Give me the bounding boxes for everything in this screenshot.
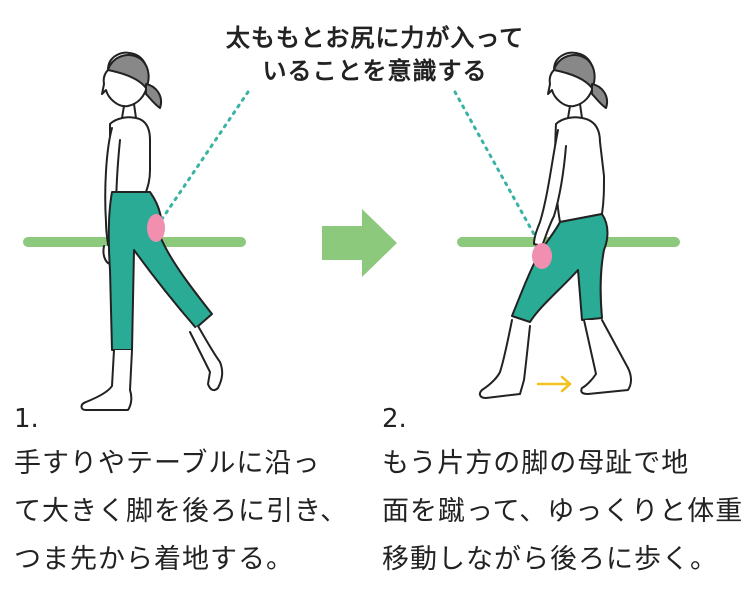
step-2-line-1: もう片方の脚の母趾で地 xyxy=(382,448,690,479)
step-1-line-1: 手すりやテーブルに沿っ xyxy=(14,448,321,479)
ponytail xyxy=(591,83,608,109)
hair xyxy=(553,54,596,89)
step-1-line-3: つま先から着地する。 xyxy=(14,544,294,575)
step-2-line-3: 移動しながら後ろに歩く。 xyxy=(382,544,718,575)
pants xyxy=(107,191,213,351)
callout-pointer-right xyxy=(453,90,542,247)
pants xyxy=(511,213,609,323)
ponytail xyxy=(145,83,162,109)
step-1-line-2: て大きく脚を後ろに引き、 xyxy=(14,496,349,527)
walking-illustration xyxy=(23,51,680,411)
step-2-number: 2. xyxy=(382,404,407,434)
glute-highlight xyxy=(147,214,165,242)
step-2-description: もう片方の脚の母趾で地 面を蹴って、ゆっくりと体重 移動しながら後ろに歩く。 xyxy=(382,440,743,584)
callout-pointer-left xyxy=(158,90,250,224)
arm xyxy=(533,129,567,247)
glute-highlight xyxy=(532,243,552,269)
callout-text: 太ももとお尻に力が入って いることを意識する xyxy=(190,22,560,88)
direction-arrow-icon xyxy=(536,375,572,393)
callout-line-2: いることを意識する xyxy=(262,57,488,85)
figure-step-1 xyxy=(80,51,224,411)
step-2-line-2: 面を蹴って、ゆっくりと体重 xyxy=(382,496,744,527)
step-1-number: 1. xyxy=(14,404,39,434)
hair xyxy=(107,54,150,89)
callout-line-1: 太ももとお尻に力が入って xyxy=(225,24,525,52)
step-arrow-icon xyxy=(322,209,397,277)
figure-step-2 xyxy=(478,51,632,399)
step-1-description: 手すりやテーブルに沿っ て大きく脚を後ろに引き、 つま先から着地する。 xyxy=(14,440,348,584)
